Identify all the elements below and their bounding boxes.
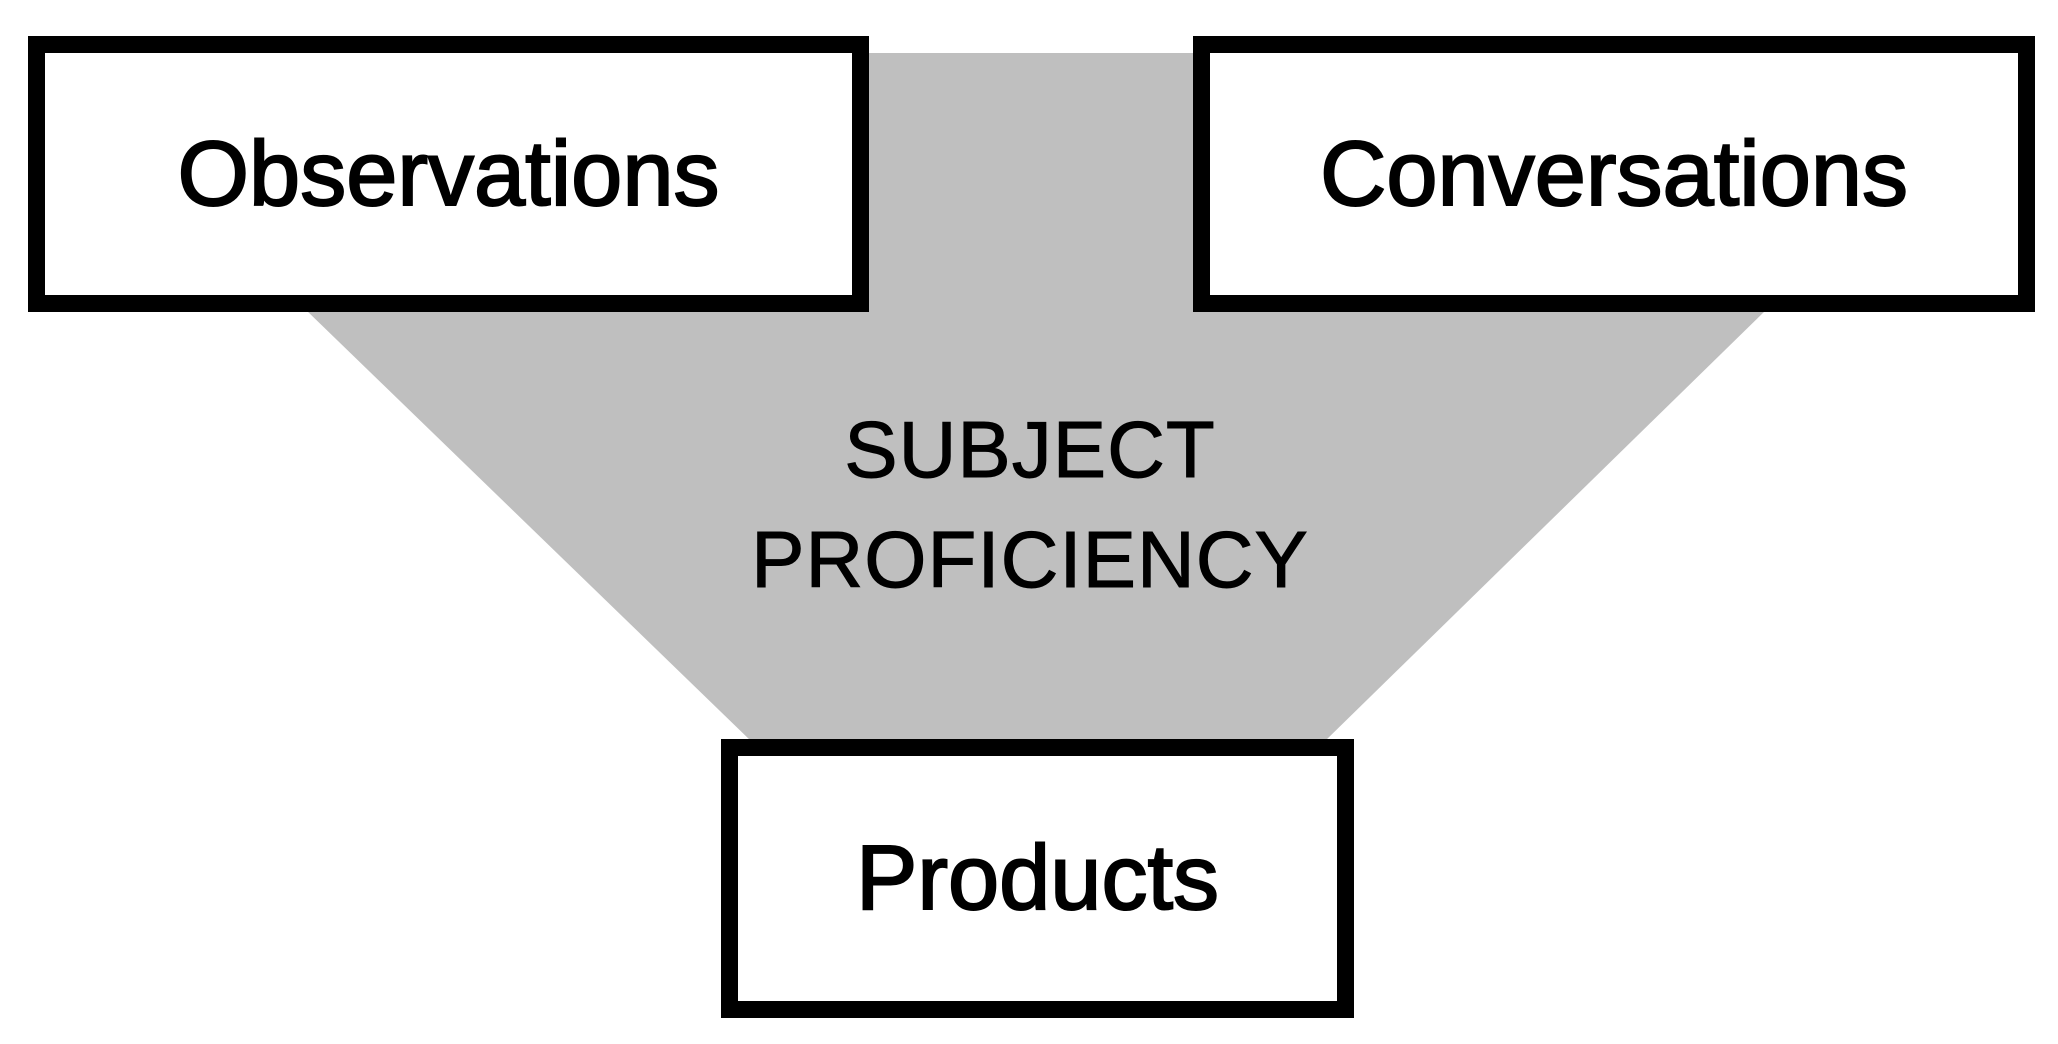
observations-box: Observations [28, 36, 869, 312]
conversations-box: Conversations [1193, 36, 2035, 312]
conversations-label: Conversations [1319, 122, 1909, 226]
center-line-2: PROFICIENCY [751, 515, 1309, 605]
center-line-1: SUBJECT [844, 405, 1216, 495]
products-label: Products [855, 826, 1220, 930]
products-box: Products [721, 739, 1354, 1018]
observations-label: Observations [176, 122, 720, 226]
subject-proficiency-label: SUBJECT PROFICIENCY [700, 395, 1360, 615]
